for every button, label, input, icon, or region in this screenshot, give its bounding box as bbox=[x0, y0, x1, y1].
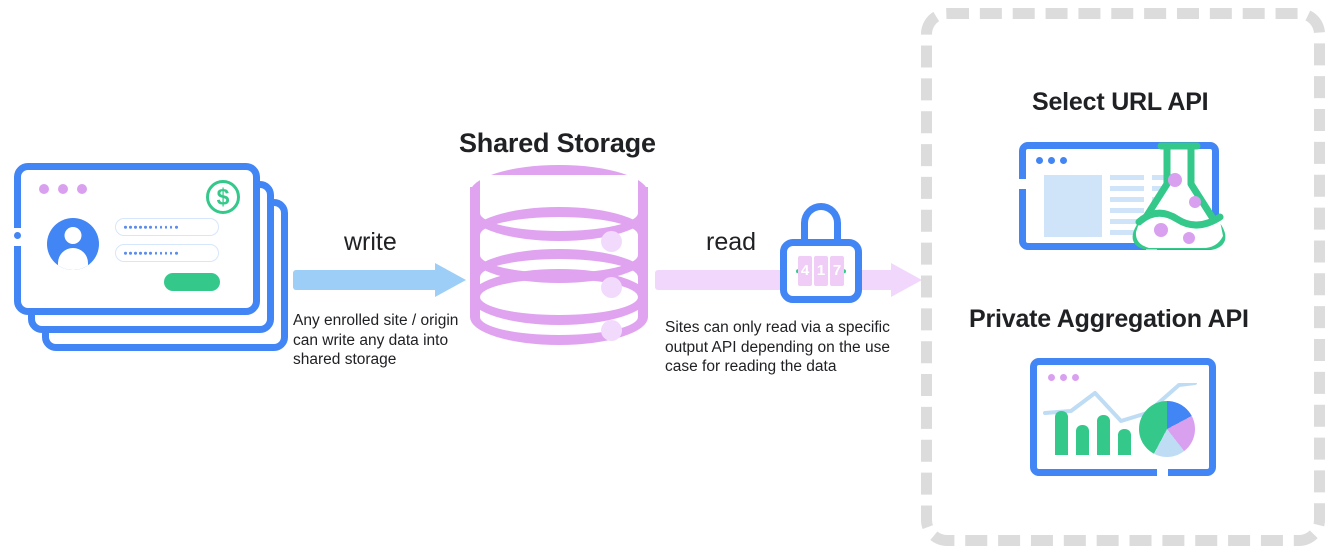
window-control-dots bbox=[1048, 374, 1079, 381]
window-control-dots bbox=[39, 184, 87, 194]
read-label: read bbox=[706, 228, 757, 256]
window-control-dots bbox=[1036, 157, 1067, 164]
enrolled-site-card-stack: $ bbox=[13, 163, 304, 363]
bar-chart bbox=[1055, 411, 1131, 455]
write-label: write bbox=[344, 228, 397, 256]
browser-border-gap-bottom bbox=[1157, 468, 1168, 477]
dollar-icon: $ bbox=[206, 180, 240, 214]
padlock-digit-1: 4 bbox=[798, 256, 812, 286]
browser-flask-icon bbox=[1018, 140, 1231, 254]
flask-icon bbox=[1127, 140, 1231, 254]
padlock-icon: 4 1 7 bbox=[780, 203, 862, 303]
padlock-combination-dials: 4 1 7 bbox=[798, 256, 844, 286]
browser-analytics-icon bbox=[1030, 358, 1216, 480]
write-arrow-shaft bbox=[293, 270, 441, 290]
cylinder-disk-1 bbox=[470, 165, 648, 241]
padlock-digit-2: 1 bbox=[814, 256, 828, 286]
content-lines-col-1 bbox=[1110, 175, 1144, 241]
chart-browser-window bbox=[1030, 358, 1216, 477]
cylinder-record-dot-2 bbox=[601, 277, 622, 298]
private-aggregation-api-title: Private Aggregation API bbox=[969, 305, 1249, 333]
write-arrow-icon bbox=[293, 263, 466, 297]
cylinder-record-dot-3 bbox=[601, 320, 622, 341]
field-dots bbox=[124, 251, 178, 255]
username-field[interactable] bbox=[115, 218, 219, 236]
output-apis-panel bbox=[921, 8, 1325, 546]
write-description: Any enrolled site / origin can write any… bbox=[293, 312, 459, 368]
write-arrow-head bbox=[435, 263, 466, 297]
submit-button[interactable] bbox=[164, 273, 220, 291]
field-dots bbox=[124, 225, 178, 229]
line-chart bbox=[1043, 383, 1197, 423]
pie-chart bbox=[1139, 401, 1195, 457]
card-border-dot bbox=[14, 232, 21, 239]
select-url-api-title: Select URL API bbox=[1032, 88, 1209, 116]
password-field[interactable] bbox=[115, 244, 219, 262]
content-block bbox=[1044, 175, 1102, 237]
padlock-digit-3: 7 bbox=[830, 256, 844, 286]
database-cylinder-icon bbox=[470, 165, 648, 345]
read-arrow-head bbox=[891, 263, 922, 297]
shared-storage-title: Shared Storage bbox=[459, 128, 656, 158]
browser-border-gap-left bbox=[1018, 179, 1027, 189]
cylinder-record-dot-1 bbox=[601, 231, 622, 252]
cylinder-top-mask bbox=[480, 175, 638, 197]
padlock-body: 4 1 7 bbox=[780, 239, 862, 303]
site-card-front: $ bbox=[13, 163, 260, 315]
read-description: Sites can only read via a specific outpu… bbox=[665, 319, 890, 375]
avatar-icon bbox=[47, 218, 99, 270]
